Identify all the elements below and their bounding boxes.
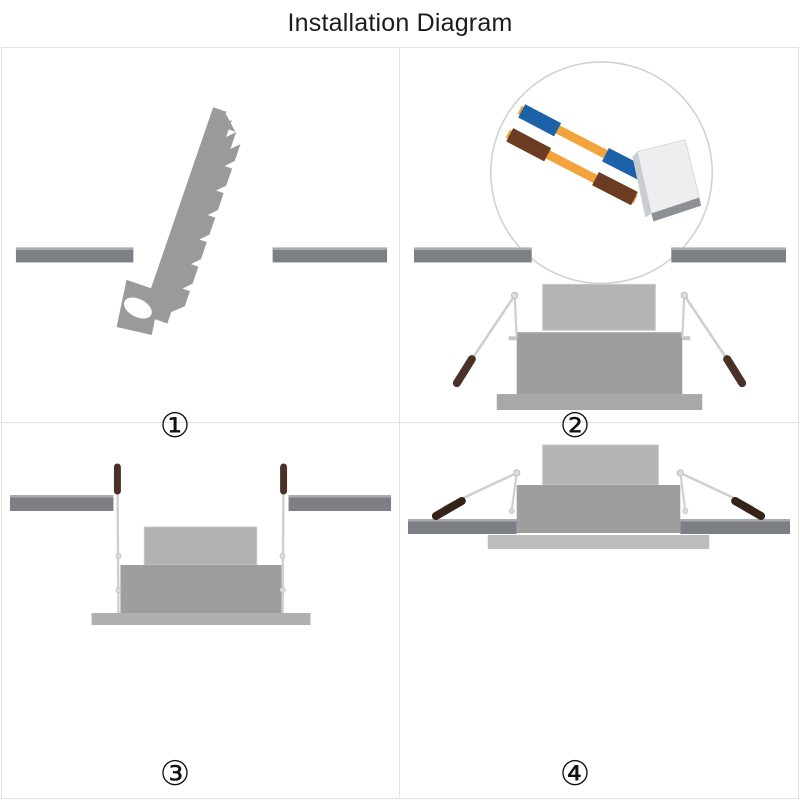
trim-flange: [487, 535, 710, 549]
fixture-body: [516, 485, 681, 533]
ceiling-left: [413, 247, 532, 263]
wire-harness: [505, 104, 648, 206]
spring-clip-left-clamped: [431, 469, 521, 520]
fixture-driver-box: [542, 283, 656, 331]
wire-brown-lower-inner: [592, 171, 638, 206]
diagram-grid: [1, 47, 799, 799]
ceiling-right: [272, 247, 388, 263]
step-number-3: ③: [159, 754, 191, 794]
spring-clip-right: [680, 291, 747, 388]
fixture-driver-box: [542, 444, 659, 486]
panel-step-4-seat-fixture: [400, 423, 798, 798]
spring-clip-left: [452, 291, 519, 388]
fixture-body: [120, 565, 282, 613]
panel-1-illustration: [15, 107, 388, 335]
fixture-trim-flange: [496, 394, 703, 411]
title-bar: Installation Diagram: [0, 0, 800, 47]
spring-clip-left-vertical: [113, 463, 122, 614]
downlight-fixture: [516, 444, 681, 533]
panel-step-1-cut-ceiling: [2, 48, 400, 423]
panel-3-illustration: [9, 463, 392, 625]
wire-brown-lower-outer: [506, 128, 552, 162]
downlight-fixture: [496, 283, 703, 411]
ceiling-right: [288, 495, 392, 511]
terminal-block: [632, 139, 702, 222]
ceiling-left: [15, 247, 134, 263]
spring-clip-right-vertical: [279, 463, 288, 614]
step-number-2: ②: [559, 406, 591, 446]
wire-blue-upper-outer: [518, 104, 562, 137]
ceiling-left: [407, 519, 517, 534]
panel-2-illustration: [413, 61, 787, 411]
ceiling-right: [680, 519, 791, 534]
fixture-body: [516, 332, 683, 395]
ceiling-right: [671, 247, 787, 263]
step-number-1: ①: [159, 406, 191, 446]
fixture-driver-box: [143, 526, 258, 566]
ceiling-left: [9, 495, 114, 511]
step-number-4: ④: [559, 754, 591, 794]
spring-clip-right-clamped: [676, 469, 766, 520]
fixture-trim-flange: [91, 613, 311, 625]
panel-step-2-connect-wiring: [400, 48, 798, 423]
page-title: Installation Diagram: [287, 9, 513, 37]
panel-4-illustration: [407, 444, 791, 549]
downlight-fixture: [91, 526, 311, 625]
handsaw-icon: [116, 107, 241, 335]
panel-step-3-insert-fixture: [2, 423, 400, 798]
